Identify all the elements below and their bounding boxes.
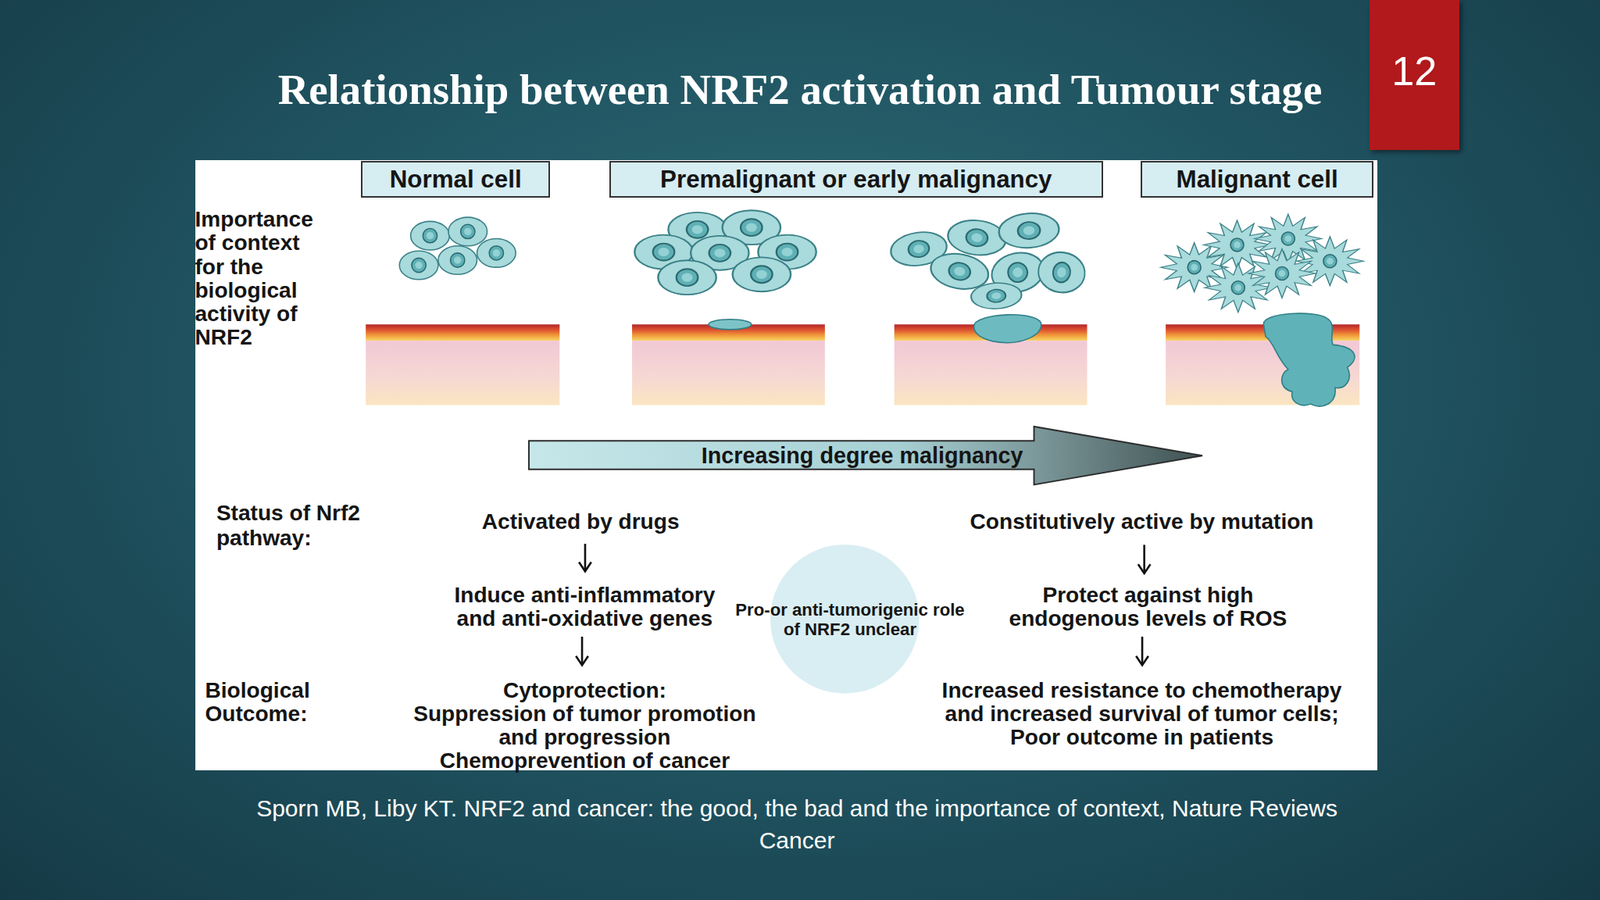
header-text: Normal cell <box>389 165 522 194</box>
header-text: Malignant cell <box>1176 165 1339 194</box>
pathway-effect: Induce anti-inflammatory and anti-oxidat… <box>439 583 730 631</box>
tissue-band <box>365 324 1360 405</box>
outcome-text: Poor outcome in patients <box>937 725 1346 750</box>
row-heading: Importance of context for the biological… <box>194 207 331 349</box>
pathway-effect: Protect against high endogenous levels o… <box>994 583 1301 631</box>
slide-title: Relationship between NRF2 activation and… <box>85 60 1515 118</box>
outcome-text: Increased resistance to chemotherapy and… <box>930 678 1354 726</box>
outcome-text: Cytoprotection: <box>380 678 789 703</box>
unclear-role-circle: Pro-or anti-tumorigenic role of NRF2 unc… <box>770 544 920 694</box>
progression-arrow: Increasing degree malignancy <box>528 426 1203 485</box>
arrow-text: Increasing degree malignancy <box>528 426 1197 485</box>
outcome-text: Chemoprevention of cancer <box>380 749 789 773</box>
header-text: Premalignant or early malignancy <box>660 165 1052 194</box>
pathway-status: Activated by drugs <box>376 509 785 534</box>
circle-text: Pro-or anti-tumorigenic role of NRF2 unc… <box>729 600 971 640</box>
page-number: 12 <box>1369 46 1460 97</box>
row-heading: Biological Outcome: <box>205 678 311 726</box>
row-heading: Status of Nrf2 pathway: <box>216 500 380 550</box>
figure-caption: Sporn MB, Liby KT. NRF2 and cancer: the … <box>230 792 1364 858</box>
stage-header-box: Normal cell <box>360 160 550 198</box>
stage-header-box: Malignant cell <box>1140 160 1374 198</box>
arrow-outline <box>528 426 1203 485</box>
pathway-status: Constitutively active by mutation <box>886 509 1397 534</box>
stage-header-box: Premalignant or early malignancy <box>609 160 1104 198</box>
outcome-text: Suppression of tumor promotion and progr… <box>402 702 768 750</box>
